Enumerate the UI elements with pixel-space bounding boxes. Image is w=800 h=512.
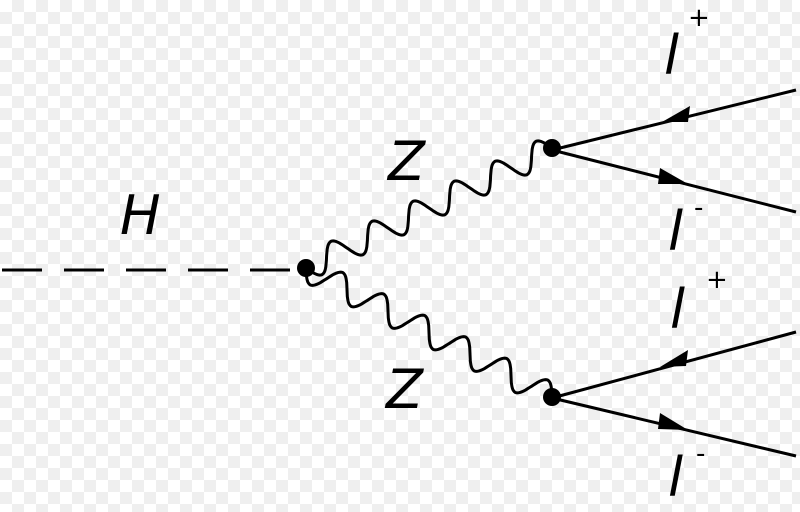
arrowhead-upper-minus [658, 168, 688, 184]
vertex-lower-z-decay [543, 388, 561, 406]
lepton-label-2: l [668, 200, 683, 263]
lepton-charge-3: + [706, 265, 728, 295]
lepton-charge-1: + [688, 3, 710, 33]
lepton-charge-2: - [694, 193, 703, 223]
z-boson-upper-label: Z [386, 130, 426, 193]
lepton-charge-4: - [696, 439, 705, 469]
vertex-upper-z-decay [543, 139, 561, 157]
arrowhead-lower-plus [660, 350, 688, 367]
lepton-label-1: l [664, 24, 679, 87]
z-boson-lower-propagator [304, 267, 554, 398]
higgs-label: H [120, 184, 161, 247]
vertex-higgs-decay [297, 259, 315, 277]
lepton-label-3: l [670, 278, 685, 341]
lepton-label-4: l [668, 446, 683, 509]
arrowhead-lower-minus [658, 413, 688, 430]
z-boson-upper-propagator [305, 139, 553, 277]
arrowhead-upper-plus [662, 106, 690, 122]
z-boson-lower-label: Z [384, 358, 424, 421]
